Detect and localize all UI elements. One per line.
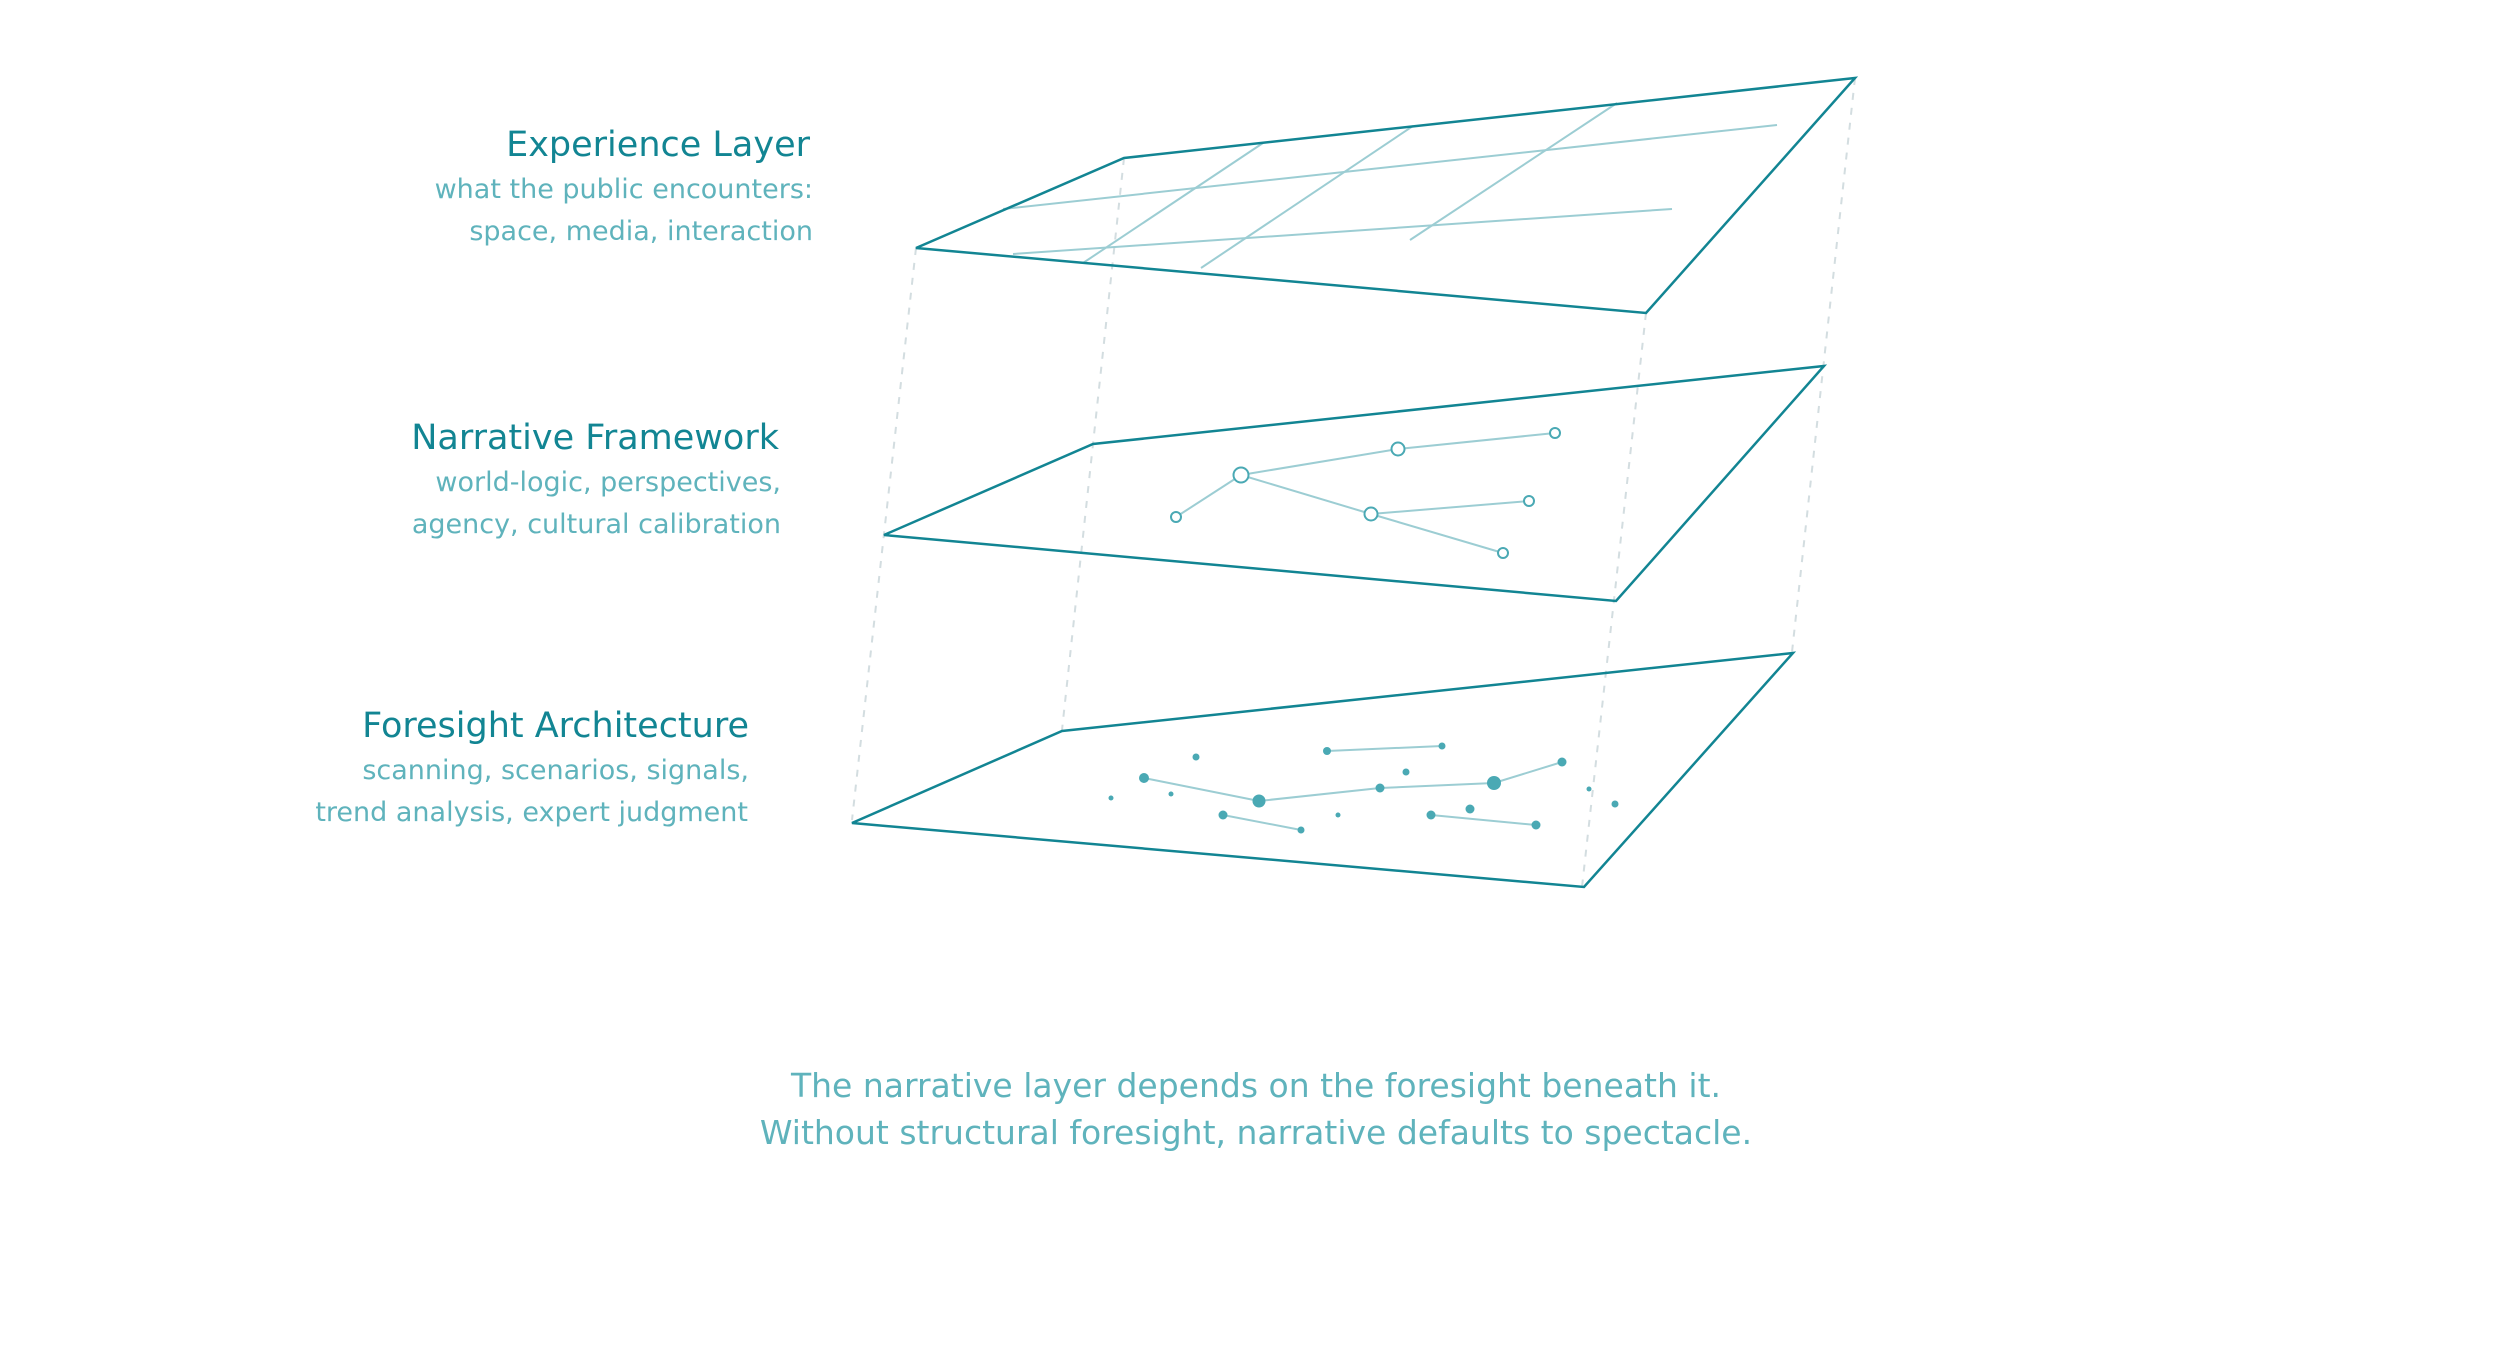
signal-link <box>1493 761 1563 784</box>
tree-edge <box>1370 500 1530 515</box>
tree-node <box>1549 427 1561 439</box>
tree-node <box>1363 506 1379 522</box>
narrative-layer-desc-line-1: world-logic, perspectives, <box>435 467 781 498</box>
signal-dot <box>1192 753 1200 761</box>
signal-link <box>1326 745 1443 752</box>
tree-node <box>1497 547 1509 559</box>
signal-link <box>1430 814 1537 826</box>
signal-dot <box>1375 783 1385 793</box>
signal-dot <box>1586 786 1592 792</box>
tree-node <box>1170 511 1182 523</box>
grid-line <box>1200 125 1414 269</box>
signal-dot <box>1168 791 1174 797</box>
signal-dot <box>1218 810 1228 820</box>
foresight-signal-dots <box>1108 742 1619 834</box>
foresight-layer-desc-line-1: scanning, scenarios, signals, <box>362 755 749 786</box>
signal-dot <box>1487 776 1501 790</box>
narrative-layer-desc-line-2: agency, cultural calibration <box>412 509 781 540</box>
signal-dot <box>1531 820 1541 830</box>
tree-edge <box>1240 474 1372 515</box>
signal-link <box>1222 814 1302 831</box>
grid-line <box>1012 208 1673 255</box>
signal-dot <box>1611 800 1619 808</box>
signal-link <box>1143 777 1260 802</box>
experience-plane-outline <box>915 76 1859 315</box>
signal-dot <box>1252 794 1266 808</box>
experience-layer-title: Experience Layer <box>506 125 811 165</box>
caption-line-1: The narrative layer depends on the fores… <box>790 1066 1721 1105</box>
narrative-layer-title: Narrative Framework <box>411 418 780 458</box>
signal-dot <box>1438 742 1446 750</box>
foresight-plane-outline <box>851 651 1797 889</box>
signal-link <box>1258 787 1381 802</box>
foresight-signal-links <box>1143 745 1563 831</box>
grid-line <box>1409 102 1618 241</box>
caption-line-2: Without structural foresight, narrative … <box>760 1113 1752 1152</box>
tree-node <box>1232 466 1250 484</box>
signal-dot <box>1557 757 1567 767</box>
signal-dot <box>1323 747 1331 755</box>
narrative-plane-outline <box>883 364 1828 603</box>
experience-layer-desc-line-1: what the public encounters: <box>435 174 813 205</box>
signal-dot <box>1465 804 1475 814</box>
signal-dot <box>1426 810 1436 820</box>
signal-link <box>1379 782 1495 789</box>
tree-edge <box>1397 432 1556 450</box>
diagram-caption: The narrative layer depends on the fores… <box>760 1066 1752 1152</box>
experience-grid <box>1002 102 1778 269</box>
signal-dot <box>1108 795 1114 801</box>
signal-dot <box>1297 826 1305 834</box>
tree-edge <box>1175 474 1242 518</box>
experience-layer-plane: Experience Layer what the public encount… <box>435 76 1859 315</box>
experience-layer-desc-line-2: space, media, interaction <box>469 216 813 247</box>
tree-edge <box>1370 513 1504 554</box>
tree-node <box>1523 495 1535 507</box>
grid-line <box>1082 142 1264 264</box>
foresight-layer-desc-line-2: trend analysis, expert judgment <box>315 797 748 828</box>
narrative-layer-plane: Narrative Framework world-logic, perspec… <box>411 364 1828 603</box>
grid-line <box>1002 124 1778 210</box>
tree-edge <box>1240 448 1399 476</box>
signal-dot <box>1335 812 1341 818</box>
foresight-layer-title: Foresight Architecture <box>362 706 749 746</box>
narrative-tree <box>1170 427 1561 559</box>
signal-dot <box>1402 768 1410 776</box>
foresight-layer-plane: Foresight Architecture scanning, scenari… <box>315 651 1797 889</box>
signal-dot <box>1139 773 1149 783</box>
tree-node <box>1390 441 1406 457</box>
